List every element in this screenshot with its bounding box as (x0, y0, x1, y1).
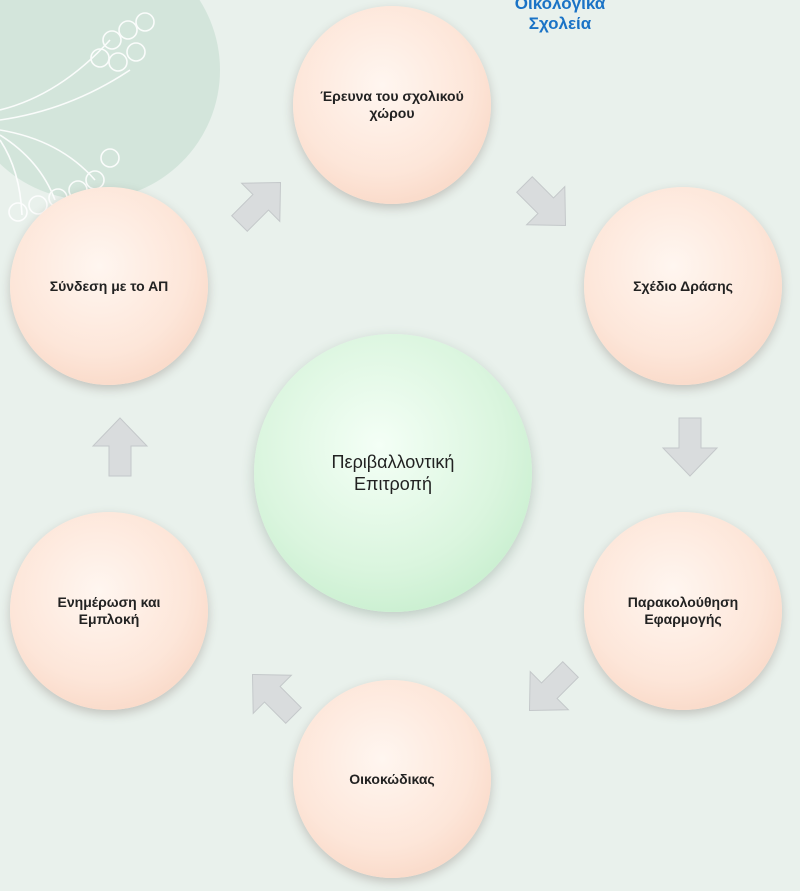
step-circle-information: Ενημέρωση και Εμπλοκή (10, 512, 208, 710)
step-label: Σχέδιο Δράσης (633, 277, 733, 294)
arrow-icon (224, 646, 323, 745)
center-circle: Περιβαλλοντική Επιτροπή (254, 334, 532, 612)
step-label: Ενημέρωση και Εμπλοκή (57, 594, 161, 627)
arrow-icon (501, 641, 600, 740)
step-label: Παρακολούθηση Εφαρμογής (627, 594, 739, 627)
logo-line-2: Σχολεία (528, 14, 592, 33)
step-circle-research: Έρευνα του σχολικού χώρου (293, 6, 491, 204)
step-label: Σύνδεση με το ΑΠ (49, 277, 169, 294)
arrow-icon (496, 156, 595, 255)
step-circle-action-plan: Σχέδιο Δράσης (584, 187, 782, 385)
center-label: Περιβαλλοντική Επιτροπή (331, 452, 455, 494)
step-label: Οικοκώδικας (349, 770, 435, 787)
logo-line-1: Οικολογικά (514, 0, 606, 13)
step-circle-monitoring: Παρακολούθηση Εφαρμογής (584, 512, 782, 710)
arrow-icon (211, 154, 310, 253)
arrow-icon (655, 412, 725, 482)
eco-schools-logo-text: Οικολογικά Σχολεία (490, 0, 630, 34)
step-circle-curriculum: Σύνδεση με το ΑΠ (10, 187, 208, 385)
step-circle-eco-code: Οικοκώδικας (293, 680, 491, 878)
arrow-icon (85, 412, 155, 482)
decorative-flower-icon (0, 12, 155, 222)
step-label: Έρευνα του σχολικού χώρου (320, 88, 464, 121)
